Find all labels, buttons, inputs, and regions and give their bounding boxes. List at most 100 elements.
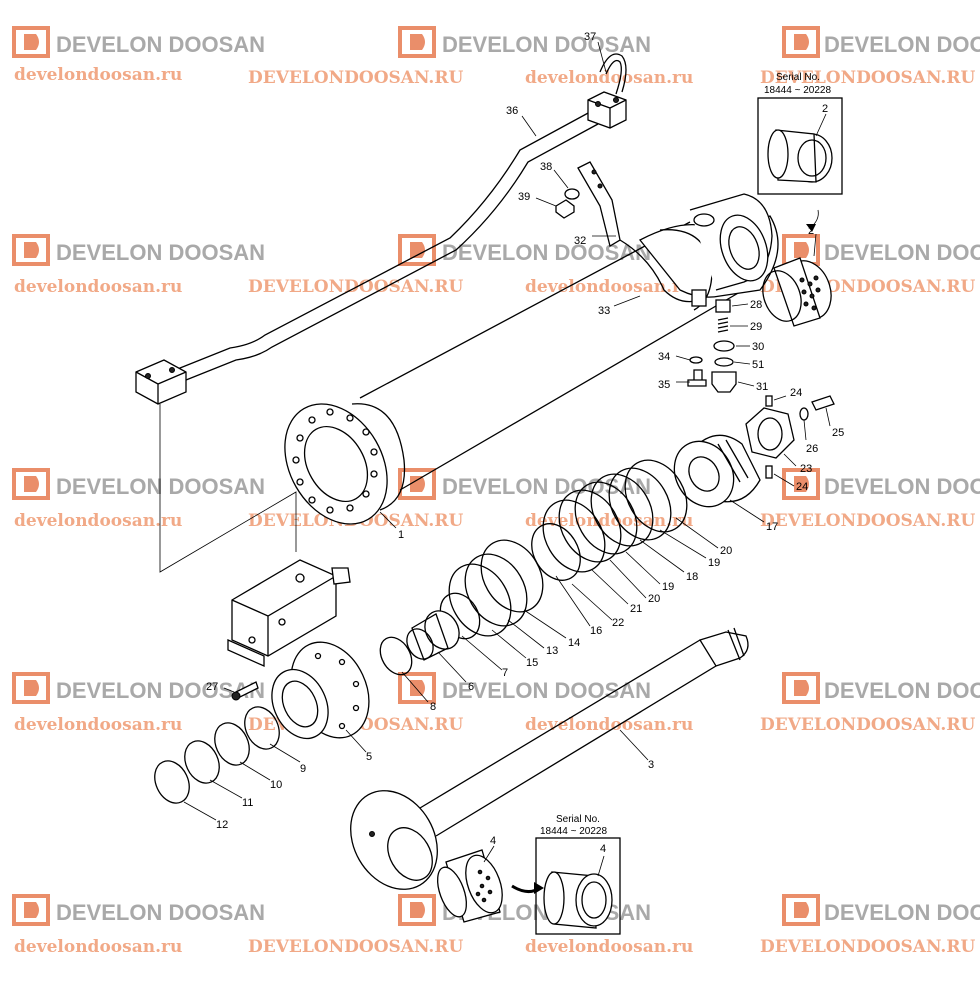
site-text: develondoosan.ru (14, 511, 182, 531)
svg-text:Serial No.: Serial No. (556, 814, 600, 825)
brand-text: DEVELON DOOSAN (442, 474, 651, 499)
callout-36: 36 (506, 105, 518, 117)
develon-logo-icon (12, 672, 50, 704)
callout-1: 1 (398, 529, 404, 541)
callout-30: 30 (752, 341, 764, 353)
callout-10: 10 (270, 779, 282, 791)
piston (673, 434, 761, 508)
callout-13: 13 (546, 645, 558, 657)
orifice-parts (687, 289, 737, 393)
develon-logo-icon (398, 672, 436, 704)
develon-logo-icon (12, 468, 50, 500)
callout-25: 25 (832, 427, 844, 439)
rod-guide (231, 641, 370, 740)
site-text: develondoosan.ru (525, 277, 693, 297)
site-text: develondoosan.ru (14, 277, 182, 297)
callout-24: 24 (790, 387, 802, 399)
callout-20: 20 (720, 545, 732, 557)
callout-19b: 19 (662, 581, 674, 593)
site-text: DEVELONDOOSAN.RU (760, 511, 975, 531)
callout-32: 32 (574, 235, 586, 247)
callout-4: 4 (490, 835, 496, 847)
callout-33: 33 (598, 305, 610, 317)
callout-35: 35 (658, 379, 670, 391)
callout-15: 15 (526, 657, 538, 669)
site-text: DEVELONDOOSAN.RU (760, 68, 975, 88)
svg-text:18444 ~ 20228: 18444 ~ 20228 (540, 826, 607, 837)
bushing-2 (762, 257, 832, 327)
callout-37: 37 (584, 31, 596, 43)
site-text: develondoosan.ru (525, 715, 693, 735)
develon-logo-icon (12, 234, 50, 266)
seal-rings (379, 459, 688, 676)
callout-6: 6 (468, 681, 474, 693)
callout-24b: 24 (796, 481, 808, 493)
develon-logo-icon (398, 26, 436, 58)
callout-9: 9 (300, 763, 306, 775)
piston-nut (745, 395, 835, 479)
callouts: 37 36 38 39 2 2 32 33 28 29 30 34 51 35 … (183, 31, 844, 877)
grease-holes (799, 275, 821, 311)
brand-text: DEVELON DOOSAN (824, 900, 980, 925)
site-text: DEVELONDOOSAN.RU (760, 937, 975, 957)
brand-text: DEVELON DOOSAN (56, 474, 265, 499)
callout-14: 14 (568, 637, 580, 649)
callout-38: 38 (540, 161, 552, 173)
brand-text: DEVELON DOOSAN (442, 32, 651, 57)
site-text: DEVELONDOOSAN.RU (248, 937, 463, 957)
callout-21: 21 (630, 603, 642, 615)
callout-34: 34 (658, 351, 670, 363)
cylinder-tube (284, 193, 779, 525)
callout-4b: 4 (600, 843, 606, 855)
site-text: develondoosan.ru (14, 715, 182, 735)
develon-logo-icon (782, 468, 820, 500)
valve-block (227, 559, 351, 668)
callout-12: 12 (216, 819, 228, 831)
callout-16: 16 (590, 625, 602, 637)
callout-27: 27 (206, 681, 218, 693)
brand-text: DEVELON DOOSAN (442, 240, 651, 265)
callout-11: 11 (242, 797, 253, 809)
callout-2: 2 (822, 103, 828, 115)
brand-text: DEVELON DOOSAN (824, 678, 980, 703)
svg-text:18444 ~ 20228: 18444 ~ 20228 (764, 85, 831, 96)
brand-text: DEVELON DOOSAN (56, 900, 265, 925)
callout-26: 26 (806, 443, 818, 455)
callout-28: 28 (750, 299, 762, 311)
develon-logo-icon (398, 468, 436, 500)
svg-text:Serial No.: Serial No. (776, 72, 820, 83)
grease-holes (475, 869, 493, 903)
develon-logo-icon (782, 672, 820, 704)
flange-bolt-holes (292, 408, 378, 514)
callout-5: 5 (366, 751, 372, 763)
develon-logo-icon (782, 26, 820, 58)
callout-23: 23 (800, 463, 812, 475)
callout-7: 7 (502, 667, 508, 679)
site-text: develondoosan.ru (525, 68, 693, 88)
brand-text: DEVELON DOOSAN (56, 32, 265, 57)
site-text: DEVELONDOOSAN.RU (248, 68, 463, 88)
callout-3: 3 (648, 759, 654, 771)
watermark-layer: DEVELON DOOSAN develondoosan.ru DEVELON … (12, 26, 980, 957)
pipe-assembly (135, 53, 627, 405)
piston-rod (350, 627, 749, 890)
callout-2b: 2 (808, 225, 814, 237)
callout-39: 39 (518, 191, 530, 203)
site-text: develondoosan.ru (14, 937, 182, 957)
bushing-4 (436, 849, 544, 923)
brand-text: DEVELON DOOSAN (56, 240, 265, 265)
develon-logo-icon (398, 234, 436, 266)
callout-31: 31 (756, 381, 768, 393)
callout-20b: 20 (648, 593, 660, 605)
callout-18: 18 (686, 571, 698, 583)
serial-box-top: Serial No. 18444 ~ 20228 (757, 72, 843, 232)
develon-logo-icon (12, 26, 50, 58)
brand-text: DEVELON DOOSAN (824, 32, 980, 57)
callout-17: 17 (766, 521, 778, 533)
site-text: DEVELONDOOSAN.RU (760, 715, 975, 735)
site-text: develondoosan.ru (525, 511, 693, 531)
site-text: develondoosan.ru (525, 937, 693, 957)
develon-logo-icon (782, 894, 820, 926)
develon-logo-icon (398, 894, 436, 926)
